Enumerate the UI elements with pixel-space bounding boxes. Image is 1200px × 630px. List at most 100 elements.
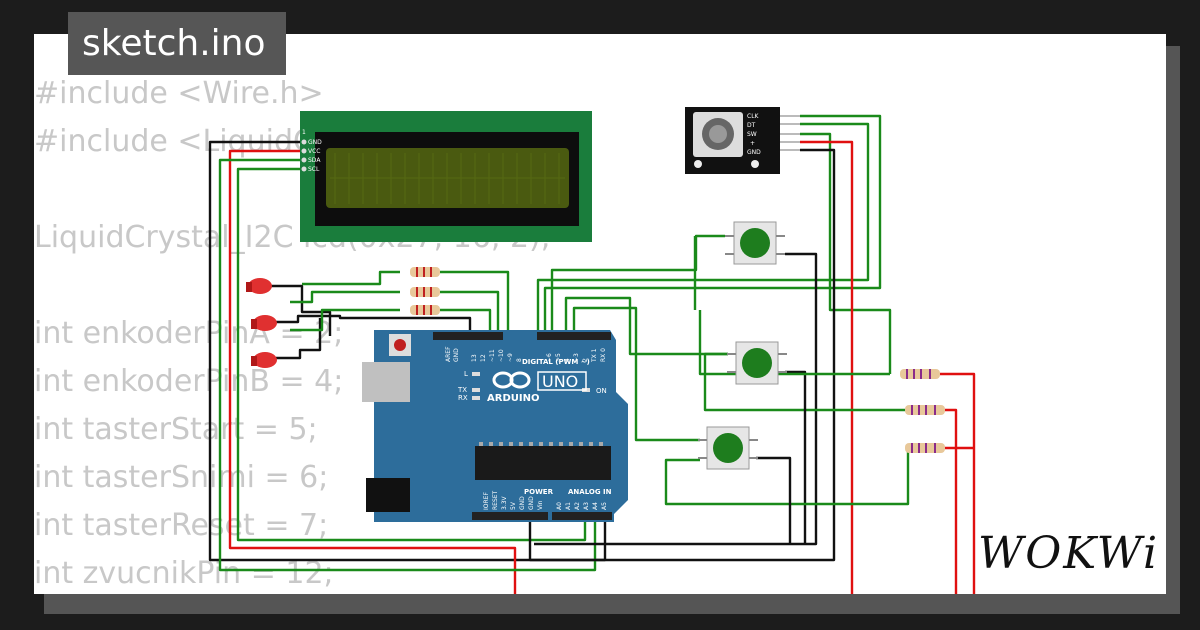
- code-line: int tasterStart = 5;: [34, 412, 318, 447]
- wire-res1-led[interactable]: [302, 270, 400, 286]
- power-header-label: POWER: [524, 488, 554, 496]
- pin-label: IOREF: [483, 492, 490, 510]
- lcd-display[interactable]: 1 GND VCC SDA SCL: [300, 111, 592, 242]
- board-led-label: RX: [458, 394, 468, 402]
- led-red-1[interactable]: [246, 278, 272, 294]
- pin-label: RESET: [492, 490, 499, 510]
- pin-label: A3: [583, 502, 590, 510]
- code-line: int tasterReset = 7;: [34, 508, 329, 543]
- wire-enc-clk[interactable]: [543, 114, 882, 336]
- resistor-pulldown-1[interactable]: [900, 369, 940, 379]
- pin-label: ~5: [555, 353, 562, 362]
- pin-label: 7: [537, 358, 544, 362]
- pin-label: A5: [601, 502, 608, 510]
- arduino-model: UNO: [542, 372, 578, 391]
- wire-enc-dt[interactable]: [536, 122, 870, 336]
- wire-lcd-sda[interactable]: [218, 158, 597, 572]
- resistor-pulldown-2[interactable]: [905, 405, 945, 415]
- encoder-pin-label: SW: [747, 131, 757, 138]
- wire-res-a-btn[interactable]: [698, 310, 890, 376]
- wire-led3-gnd[interactable]: [276, 318, 322, 360]
- digital-header-label: DIGITAL (PWM ~): [522, 358, 590, 366]
- wires: [208, 114, 976, 600]
- pin-label: RX 0: [600, 348, 607, 362]
- wire-btn3-res[interactable]: [664, 448, 910, 506]
- rotary-encoder[interactable]: CLK DT SW + GND: [685, 107, 800, 174]
- push-button-1[interactable]: [725, 221, 785, 265]
- wire-enc-sw[interactable]: [800, 132, 892, 374]
- top-pin-labels: AREF GND 13 12 ~11 ~10 ~9 8 7 ~6 ~5 4 ~3…: [445, 346, 607, 363]
- wire-btn2-signal[interactable]: [564, 296, 728, 356]
- code-line: int tasterSnimi = 6;: [34, 460, 329, 495]
- resistor-led-2[interactable]: [410, 287, 440, 297]
- analog-header-label: ANALOG IN: [568, 488, 612, 496]
- pin-label: 3.3V: [501, 495, 508, 510]
- resistor-led-3[interactable]: [410, 305, 440, 315]
- pin-label: ~10: [498, 349, 505, 362]
- wire-res2-led[interactable]: [290, 290, 400, 304]
- encoder-pin-label: DT: [747, 122, 756, 129]
- wire-res-a-vcc[interactable]: [940, 372, 976, 600]
- code-line: int enkoderPinA = 2;: [34, 316, 344, 351]
- pin-label: GND: [528, 496, 535, 510]
- wire-led2-signal[interactable]: [440, 290, 500, 336]
- wire-btn3-gnd[interactable]: [756, 456, 792, 544]
- arduino-uno-board[interactable]: L TX RX ON ARDUINO UNO DIGITAL (PWM ~) A…: [362, 330, 628, 522]
- pin-label: AREF: [445, 346, 452, 362]
- encoder-pin-label: +: [750, 140, 755, 147]
- pin-label: 13: [471, 354, 478, 362]
- pin-label: A2: [574, 502, 581, 510]
- led-red-2[interactable]: [251, 315, 277, 331]
- pin-label: 2: [582, 358, 589, 362]
- wire-lcd-vcc[interactable]: [228, 149, 517, 600]
- wire-led1-gnd[interactable]: [270, 284, 332, 336]
- pin-label: GND: [453, 348, 460, 362]
- wire-led2-gnd[interactable]: [276, 314, 472, 336]
- wire-enc-vcc[interactable]: [800, 140, 854, 600]
- push-button-2[interactable]: [727, 341, 787, 385]
- wire-btn3-signal[interactable]: [572, 306, 700, 442]
- pin-label: A1: [565, 502, 572, 510]
- wire-led1-signal[interactable]: [440, 270, 510, 336]
- pin-label: ~6: [546, 353, 553, 362]
- bottom-pin-labels: IOREF RESET 3.3V 5V GND GND Vin A0 A1 A2…: [483, 490, 608, 510]
- wire-lcd-gnd[interactable]: [208, 140, 607, 562]
- wire-btn2-gnd[interactable]: [785, 370, 807, 544]
- svg-text:1: 1: [302, 129, 306, 136]
- pin-label: 5V: [510, 501, 517, 510]
- pin-label: TX 1: [591, 348, 598, 363]
- lcd-pin-label: VCC: [308, 148, 320, 155]
- wire-btn1-gnd[interactable]: [534, 252, 818, 546]
- code-line: #include <Wire.h>: [34, 76, 324, 111]
- resistor-led-1[interactable]: [410, 267, 440, 277]
- pin-label: ~11: [489, 349, 496, 362]
- pin-label: A4: [592, 502, 599, 510]
- resistor-pulldown-3[interactable]: [905, 443, 945, 453]
- pin-label: 4: [564, 358, 571, 362]
- wire-lcd-scl[interactable]: [236, 167, 587, 542]
- file-name-tab[interactable]: sketch.ino: [68, 12, 286, 75]
- arduino-infinity-logo: [492, 371, 531, 389]
- pin-label: ~3: [573, 353, 580, 362]
- wire-enc-gnd[interactable]: [528, 148, 836, 562]
- pin-label: A0: [556, 502, 563, 510]
- pin-label: 8: [516, 358, 523, 362]
- encoder-pin-label: CLK: [747, 113, 760, 120]
- wire-res3-led[interactable]: [290, 308, 400, 332]
- lcd-pin-label: SCL: [308, 166, 320, 173]
- wire-res-b-vcc[interactable]: [944, 408, 958, 600]
- wire-led3-signal[interactable]: [440, 308, 492, 336]
- board-led-label: L: [464, 370, 468, 378]
- pin-label: Vin: [537, 500, 544, 510]
- code-line: int zvucnikPin = 12;: [34, 556, 334, 591]
- push-button-3[interactable]: [698, 426, 758, 470]
- encoder-pin-label: GND: [747, 149, 761, 156]
- board-on-label: ON: [596, 387, 607, 395]
- wokwi-logo: WOKWi: [978, 528, 1160, 579]
- lcd-pin-label: SDA: [308, 157, 321, 164]
- led-red-3[interactable]: [251, 352, 277, 368]
- arduino-logo-text: ARDUINO: [487, 393, 539, 404]
- pin-label: ~9: [507, 353, 514, 362]
- pin-label: 12: [480, 354, 487, 362]
